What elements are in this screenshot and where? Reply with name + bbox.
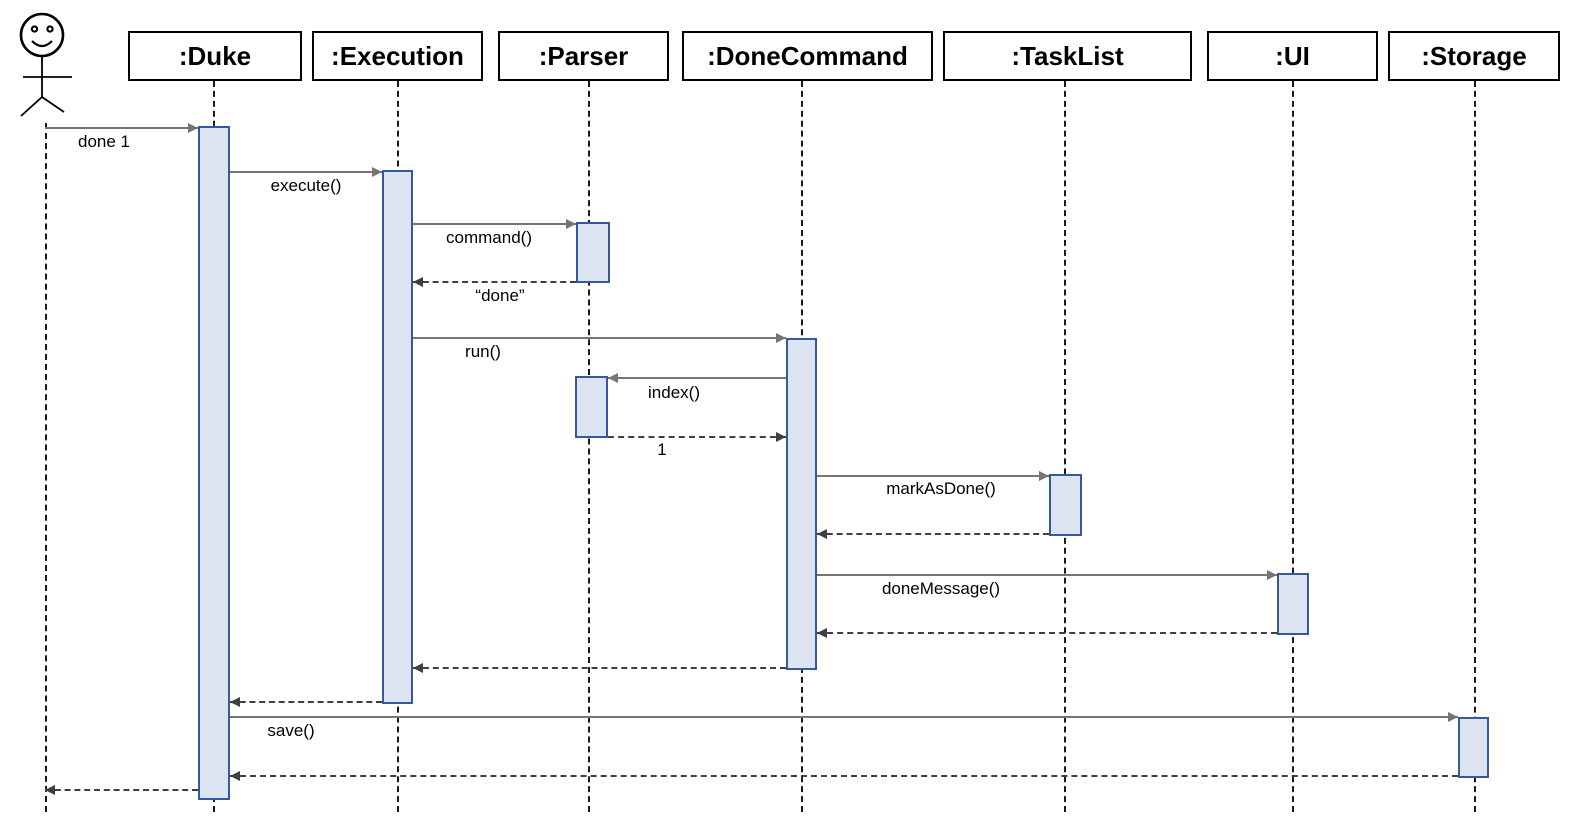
message-line-return-execute: [230, 701, 382, 703]
arrowhead-index: [608, 373, 618, 383]
arrowhead-return-run: [413, 663, 423, 673]
message-line-return-done: [413, 281, 576, 283]
participant-box-execution: :Execution: [312, 31, 483, 81]
message-label-run: run(): [465, 342, 501, 361]
arrowhead-markasdone: [1039, 471, 1049, 481]
lifeline-parser: [588, 81, 590, 812]
message-line-donemessage: [817, 574, 1277, 576]
participant-label-duke: :Duke: [178, 40, 252, 71]
actor-leg-right: [41, 96, 65, 113]
arrowhead-return-1: [776, 432, 786, 442]
message-label-markasdone: markAsDone(): [886, 479, 996, 498]
participant-label-donecommand: :DoneCommand: [707, 40, 908, 71]
message-line-return-markasdone: [817, 533, 1049, 535]
actor-head: [19, 12, 65, 58]
message-line-index: [608, 377, 786, 379]
participant-box-parser: :Parser: [498, 31, 669, 81]
message-label-return-1: 1: [657, 440, 667, 459]
lifeline-tasklist: [1064, 81, 1066, 812]
message-line-return-donemessage: [817, 632, 1277, 634]
arrowhead-execute: [372, 167, 382, 177]
participant-label-parser: :Parser: [538, 40, 629, 71]
message-label-done-1: done 1: [78, 132, 130, 151]
message-line-return-to-actor: [45, 789, 198, 791]
activation-ui-6: [1277, 573, 1309, 635]
arrowhead-done-1: [188, 123, 198, 133]
actor-eye-left: [30, 25, 39, 33]
actor-leg-left: [20, 96, 43, 117]
message-label-execute: execute(): [270, 176, 342, 195]
arrowhead-return-markasdone: [817, 529, 827, 539]
message-line-return-run: [413, 667, 786, 669]
participant-label-storage: :Storage: [1421, 40, 1527, 71]
arrowhead-run: [776, 333, 786, 343]
message-line-done-1: [45, 127, 198, 129]
lifeline-actor: [45, 123, 47, 812]
message-line-command: [413, 223, 576, 225]
arrowhead-return-execute: [230, 697, 240, 707]
arrowhead-return-donemessage: [817, 628, 827, 638]
activation-parser-4: [575, 376, 608, 438]
message-line-run: [413, 337, 786, 339]
activation-donecommand-3: [786, 338, 817, 670]
activation-duke-0: [198, 126, 230, 800]
activation-storage-7: [1458, 717, 1489, 778]
message-label-return-done: “done”: [475, 286, 525, 305]
participant-box-tasklist: :TaskList: [943, 31, 1192, 81]
message-line-markasdone: [817, 475, 1049, 477]
participant-box-donecommand: :DoneCommand: [682, 31, 933, 81]
arrowhead-return-to-actor: [45, 785, 55, 795]
arrowhead-command: [566, 219, 576, 229]
actor-icon: [19, 12, 72, 117]
message-line-return-save: [230, 775, 1458, 777]
activation-execution-1: [382, 170, 413, 704]
message-label-index: index(): [648, 383, 700, 402]
message-label-save: save(): [267, 721, 315, 740]
message-line-execute: [230, 171, 382, 173]
arrowhead-return-done: [413, 277, 423, 287]
participant-box-storage: :Storage: [1388, 31, 1560, 81]
participant-label-ui: :UI: [1275, 40, 1310, 71]
activation-tasklist-5: [1049, 474, 1082, 536]
message-line-return-1: [608, 436, 786, 438]
message-label-donemessage: doneMessage(): [881, 579, 1001, 598]
participant-label-tasklist: :TaskList: [1011, 40, 1124, 71]
participant-label-execution: :Execution: [331, 40, 464, 71]
lifeline-ui: [1292, 81, 1294, 812]
arrowhead-donemessage: [1267, 570, 1277, 580]
activation-parser-2: [576, 222, 610, 283]
arrowhead-save: [1448, 712, 1458, 722]
arrowhead-return-save: [230, 771, 240, 781]
actor-smile: [31, 40, 53, 48]
message-label-command: command(): [446, 228, 532, 247]
participant-box-duke: :Duke: [128, 31, 302, 81]
lifeline-storage: [1474, 81, 1476, 812]
participant-box-ui: :UI: [1207, 31, 1378, 81]
actor-eye-right: [46, 25, 54, 33]
message-line-save: [230, 716, 1458, 718]
